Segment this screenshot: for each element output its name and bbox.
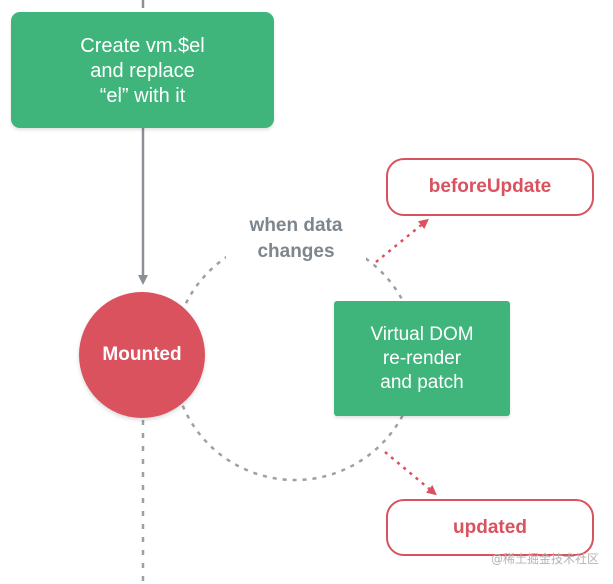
connector-to-updated — [384, 451, 437, 496]
watermark: @稀土掘金技术社区 — [490, 552, 599, 566]
updated-node: updated — [386, 499, 594, 556]
before-update-node: beforeUpdate — [386, 158, 594, 216]
connector-to-before-update — [375, 218, 429, 263]
when-data-changes-label: when data changes — [226, 213, 366, 265]
create-el-node: Create vm.$el and replace “el” with it — [11, 12, 274, 128]
mounted-node: Mounted — [79, 292, 205, 418]
virtual-dom-node: Virtual DOM re-render and patch — [334, 301, 510, 416]
